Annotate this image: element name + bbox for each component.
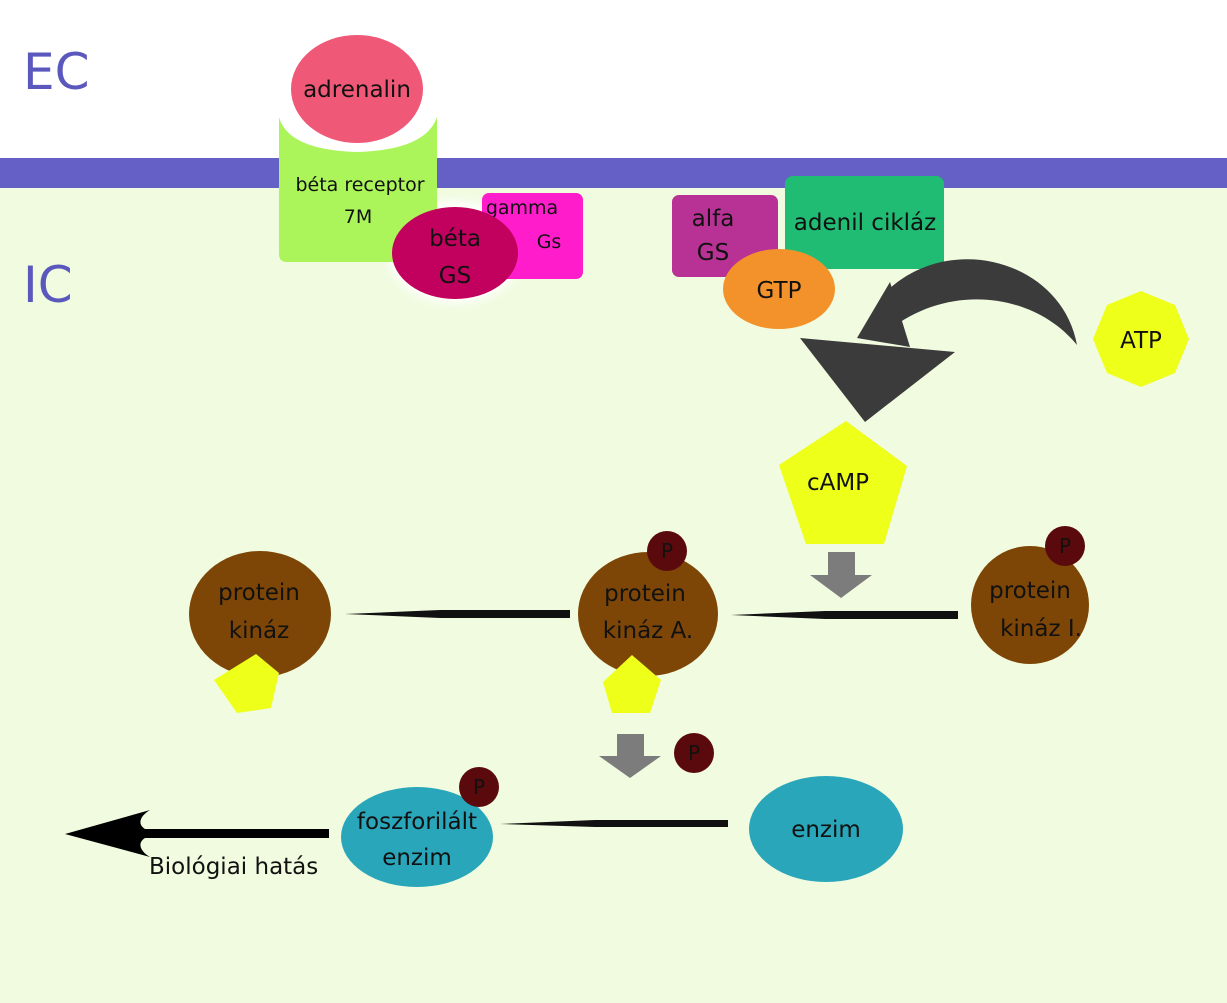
- adrenalin-label: adrenalin: [303, 77, 411, 103]
- phosphate-on-kinase-inactive: [1045, 526, 1085, 566]
- atp-to-camp-arrow: [800, 259, 1077, 422]
- protein-kinase-active-label-1: protein: [604, 581, 686, 607]
- protein-kinase-left-label-1: protein: [218, 580, 300, 606]
- camp-label: cAMP: [807, 470, 869, 496]
- gtp-molecule: [723, 249, 835, 329]
- gamma-gs-label-1: gamma: [486, 197, 558, 219]
- protein-kinase-inactive-label-2: kináz I.: [1000, 616, 1082, 642]
- alfa-gs-label-2: GS: [697, 240, 729, 266]
- beta-gs-label-1: béta: [429, 226, 481, 252]
- enzyme-phosphorylation-arrow: [500, 820, 728, 827]
- phosphate-on-enzyme: [459, 767, 499, 807]
- phosphorylated-enzyme: [341, 787, 493, 887]
- protein-kinase-left-label-2: kináz: [229, 618, 289, 644]
- camp-binding-arrow: [810, 552, 872, 598]
- phosphorylated-enzyme-label-2: enzim: [382, 845, 452, 871]
- biological-effect-arrow: [65, 810, 329, 857]
- phosphate-label-1: P: [1059, 534, 1071, 558]
- beta-receptor-label-2: 7M: [344, 206, 372, 228]
- enzyme-label: enzim: [791, 817, 861, 843]
- ic-label: IC: [23, 256, 73, 314]
- beta-gs-label-2: GS: [439, 263, 471, 289]
- alfa-gs-label-1: alfa: [692, 206, 735, 232]
- beta-receptor: [279, 117, 437, 262]
- free-phosphate: [674, 733, 714, 773]
- phosphorylated-enzyme-label-1: foszforilált: [357, 809, 477, 835]
- camp-molecule: [779, 421, 907, 544]
- cell-membrane: [0, 158, 1227, 188]
- atp-label: ATP: [1120, 328, 1162, 354]
- kinase-release-arrow: [345, 610, 570, 618]
- protein-kinase-left: [189, 551, 331, 677]
- protein-kinase-inactive-label-1: protein: [989, 578, 1071, 604]
- beta-gs-subunit: [392, 207, 518, 299]
- protein-kinase-inactive: [971, 546, 1089, 664]
- phosphorylation-arrow: [599, 734, 661, 778]
- phosphate-label-2: P: [661, 539, 673, 563]
- gamma-gs-label-2: Gs: [537, 231, 562, 253]
- camp-released: [214, 654, 279, 713]
- gtp-label: GTP: [757, 278, 802, 304]
- protein-kinase-active-label-2: kináz A.: [603, 618, 693, 644]
- extracellular-space: [0, 0, 1227, 162]
- biological-effect-label: Biológiai hatás: [149, 854, 318, 880]
- adenylate-cyclase-label: adenil cikláz: [794, 210, 936, 236]
- atp-molecule: [1093, 291, 1189, 387]
- protein-kinase-active: [578, 552, 718, 676]
- camp-bound-kinase-active: [603, 655, 661, 713]
- beta-receptor-label-1: béta receptor: [295, 174, 424, 196]
- adenylate-cyclase: [785, 176, 944, 269]
- phosphate-on-kinase-active: [647, 531, 687, 571]
- enzyme: [749, 776, 903, 882]
- ec-label: EC: [23, 43, 90, 101]
- kinase-activation-arrow: [731, 611, 958, 619]
- phosphate-label-3: P: [688, 741, 700, 765]
- phosphate-label-4: P: [473, 775, 485, 799]
- adrenalin-molecule: [291, 35, 423, 143]
